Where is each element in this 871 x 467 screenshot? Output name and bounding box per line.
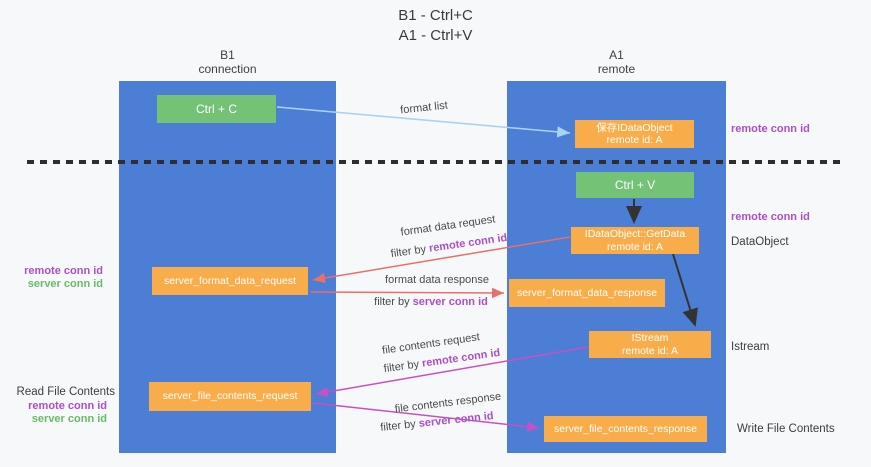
lane-b1-title: B1 bbox=[220, 48, 235, 62]
right-label-write-file-contents: Write File Contents bbox=[737, 423, 835, 435]
remote-conn-id-text: remote conn id bbox=[421, 346, 501, 370]
right-label-remote-conn-id-2: remote conn id bbox=[731, 211, 810, 223]
edge-label-format-list: format list bbox=[399, 99, 449, 117]
node-server-file-contents-response: server_file_contents_response bbox=[544, 416, 707, 442]
format-data-response-arrow bbox=[310, 287, 505, 299]
node-server-format-data-response: server_format_data_response bbox=[509, 279, 665, 307]
lane-header-a1: A1 remote bbox=[507, 48, 726, 76]
right-label-remote-conn-id-1: remote conn id bbox=[731, 123, 810, 135]
left-label-remote-conn-id-1: remote conn id bbox=[24, 265, 103, 277]
node-file-request-label: server_file_contents_request bbox=[162, 390, 298, 403]
right-label-istream: Istream bbox=[731, 341, 770, 353]
left-label-remote-conn-id-2: remote conn id bbox=[28, 400, 107, 412]
node-save-dataobject: 保存IDataObject remote id: A bbox=[575, 120, 694, 148]
right-label-dataobject: DataObject bbox=[731, 236, 789, 248]
filter-by-text: filter by bbox=[390, 243, 427, 261]
remote-conn-id-text: remote conn id bbox=[428, 231, 508, 255]
title-line-1: B1 - Ctrl+C bbox=[398, 7, 473, 24]
title-line-2: A1 - Ctrl+V bbox=[398, 27, 473, 44]
node-getdata-line1: IDataObject::GetData bbox=[584, 228, 686, 240]
lane-header-b1: B1 connection bbox=[119, 48, 336, 76]
node-istream-line1: IStream bbox=[631, 332, 669, 344]
left-label-server-conn-id-1: server conn id bbox=[27, 278, 103, 290]
node-server-file-contents-request: server_file_contents_request bbox=[149, 382, 311, 411]
node-idataobject-getdata: IDataObject::GetData remote id: A bbox=[571, 227, 699, 254]
server-conn-id-text: server conn id bbox=[418, 410, 495, 430]
lane-a1-subtitle: remote bbox=[597, 62, 636, 76]
node-ctrl-c: Ctrl + C bbox=[157, 95, 276, 123]
filter-by-text: filter by bbox=[383, 358, 420, 376]
left-label-read-file-contents: Read File Contents bbox=[16, 386, 115, 398]
node-file-response-label: server_file_contents_response bbox=[553, 422, 697, 435]
node-format-request-label: server_format_data_request bbox=[164, 274, 296, 287]
diagram-title: B1 - Ctrl+C A1 - Ctrl+V bbox=[0, 6, 871, 46]
edge-label-format-data-response: format data response bbox=[385, 274, 489, 286]
edge-label-filter-by-server-1: filter by server conn id bbox=[374, 296, 488, 308]
left-label-conn-ids-bottom: remote conn id server conn id bbox=[10, 400, 107, 426]
left-label-conn-ids-top: remote conn id server conn id bbox=[10, 265, 103, 291]
node-server-format-data-request: server_format_data_request bbox=[152, 267, 308, 295]
node-getdata-line2: remote id: A bbox=[606, 240, 664, 253]
node-ctrl-v: Ctrl + V bbox=[576, 172, 694, 198]
lane-b1-subtitle: connection bbox=[198, 62, 257, 76]
node-save-dataobject-line2: remote id: A bbox=[606, 134, 663, 146]
filter-by-text: filter by bbox=[379, 418, 417, 434]
filter-by-text: filter by bbox=[374, 296, 410, 308]
lane-a1-title: A1 bbox=[609, 48, 624, 62]
node-ctrl-v-label: Ctrl + V bbox=[614, 177, 656, 192]
server-conn-id-text: server conn id bbox=[412, 296, 488, 308]
node-istream: IStream remote id: A bbox=[589, 331, 711, 358]
node-istream-line2: remote id: A bbox=[621, 344, 679, 357]
node-format-response-label: server_format_data_response bbox=[516, 286, 658, 299]
left-label-server-conn-id-2: server conn id bbox=[31, 413, 107, 425]
node-save-dataobject-line1: 保存IDataObject bbox=[596, 121, 673, 134]
node-ctrl-c-label: Ctrl + C bbox=[195, 101, 237, 116]
